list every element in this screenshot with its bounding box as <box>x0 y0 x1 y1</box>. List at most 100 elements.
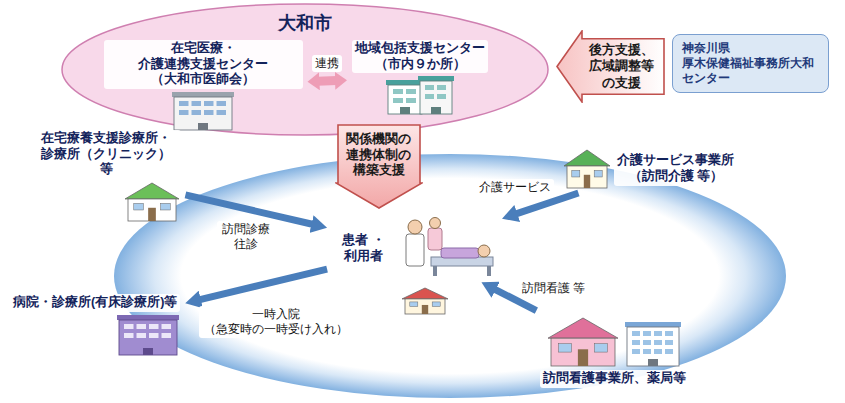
build-support-arrow: 関係機関の 連携体制の 構築支援 <box>335 124 423 209</box>
wall <box>420 81 452 114</box>
window <box>137 333 147 338</box>
edge-label: 介護サービス <box>476 179 554 196</box>
window <box>572 170 580 177</box>
window <box>425 85 434 90</box>
prefecture-box: 神奈川県 厚木保健福祉事務所大和 センター <box>672 34 829 93</box>
window <box>594 170 602 177</box>
wall <box>405 299 445 314</box>
window <box>393 98 403 103</box>
window <box>192 110 202 115</box>
window <box>632 340 640 345</box>
node-icon <box>545 314 685 368</box>
clinic: 在宅療養支援診療所・ 診療所（クリニック）等 <box>30 128 183 225</box>
window <box>632 331 640 336</box>
window <box>406 89 416 94</box>
door <box>577 349 587 366</box>
window <box>393 89 403 94</box>
station-icon <box>548 318 681 366</box>
window <box>217 101 227 106</box>
window <box>179 110 189 115</box>
door <box>584 175 590 188</box>
window <box>654 349 662 354</box>
node-icon <box>123 181 181 223</box>
window <box>160 203 170 210</box>
wall <box>627 327 679 366</box>
edge-label: 連携 <box>312 55 342 72</box>
window <box>217 110 227 115</box>
roof-strip <box>625 322 681 327</box>
doctor-body <box>406 234 424 266</box>
window <box>124 333 134 338</box>
window <box>425 94 434 99</box>
wall <box>128 199 176 221</box>
node-label: 地域包括支援センター （市内９か所） <box>352 40 488 73</box>
roof <box>548 318 618 338</box>
nurse-head <box>430 218 441 229</box>
connector-arrow <box>317 76 337 86</box>
roof <box>564 150 610 166</box>
node-label: 病院・診療所(有床診療所)等 <box>10 294 180 312</box>
patient-head <box>478 245 490 257</box>
hospital-icon <box>117 315 179 355</box>
window <box>149 333 159 338</box>
roof-strip <box>117 315 179 320</box>
care-provider: 介護サービス事業所 （訪問介護 等） <box>560 146 740 192</box>
entrance <box>400 107 410 114</box>
node-label: 神奈川県 厚木保健福祉事務所大和 センター <box>682 41 819 86</box>
roof-strip <box>418 76 454 81</box>
doctor-head <box>408 220 422 234</box>
wall <box>567 166 607 188</box>
window <box>654 331 662 336</box>
window <box>643 331 651 336</box>
window <box>437 94 446 99</box>
home-icon <box>402 288 448 314</box>
window <box>594 344 607 352</box>
window <box>632 349 640 354</box>
window <box>179 101 189 106</box>
wall <box>119 320 177 355</box>
window <box>192 101 202 106</box>
node-label: 在宅療養支援診療所・ 診療所（クリニック）等 <box>32 130 181 179</box>
node-label: 後方支援、 広域調整等 の支援 <box>586 42 656 91</box>
node-icon <box>384 75 456 115</box>
wall <box>174 97 232 130</box>
window <box>204 101 214 106</box>
connector-arrow <box>199 269 327 300</box>
node-label: 介護サービス事業所 （訪問介護 等） <box>614 152 738 185</box>
city-region: 大和市在宅医療・介護連携支援センター （大和市医師会）地域包括支援センター （市… <box>60 2 550 137</box>
blanket <box>441 248 479 258</box>
window <box>204 110 214 115</box>
node-label: 在宅医療・介護連携支援センター （大和市医師会） <box>104 40 303 89</box>
nurse-body <box>428 228 442 250</box>
block-arrow <box>557 31 664 102</box>
support-arrow: 後方支援、 広域調整等 の支援 <box>556 30 664 103</box>
window <box>137 324 147 329</box>
community-center: 地域包括支援センター （市内９か所） <box>350 38 490 117</box>
connector-arrow <box>515 193 578 214</box>
node-label: 訪問看護事業所、薬局等 <box>540 370 689 388</box>
window <box>406 98 416 103</box>
window <box>643 349 651 354</box>
hospital: 病院・診療所(有床診療所)等 <box>8 292 182 358</box>
entrance <box>143 348 153 355</box>
window <box>643 340 651 345</box>
nursing-pharmacy: 訪問看護事業所、薬局等 <box>538 312 691 390</box>
bed-leg <box>433 266 437 276</box>
window <box>665 340 673 345</box>
building-icon <box>172 92 234 130</box>
node-label: 患者 ・利用者 <box>332 231 395 266</box>
door <box>148 208 156 221</box>
roof <box>125 183 179 199</box>
care-icon <box>564 150 610 188</box>
block-arrow <box>336 125 422 208</box>
roof <box>402 288 448 299</box>
window <box>432 302 440 307</box>
edge-label: 一時入院 （急変時の一時受け入れ） <box>199 306 354 338</box>
door <box>422 305 428 314</box>
entrance <box>648 359 658 366</box>
window <box>665 331 673 336</box>
node-icon <box>170 91 236 131</box>
window <box>162 324 172 329</box>
roof-strip <box>172 92 234 97</box>
window <box>558 344 571 352</box>
